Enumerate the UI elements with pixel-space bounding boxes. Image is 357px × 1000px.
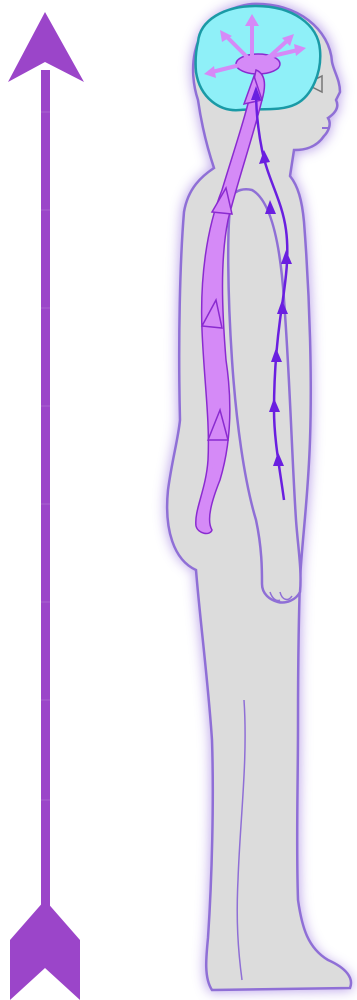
arrow-bottom-fletch-icon xyxy=(10,900,80,1000)
vertical-arrow xyxy=(8,12,84,1000)
human-figure xyxy=(165,2,353,992)
arrow-shaft xyxy=(41,70,50,910)
